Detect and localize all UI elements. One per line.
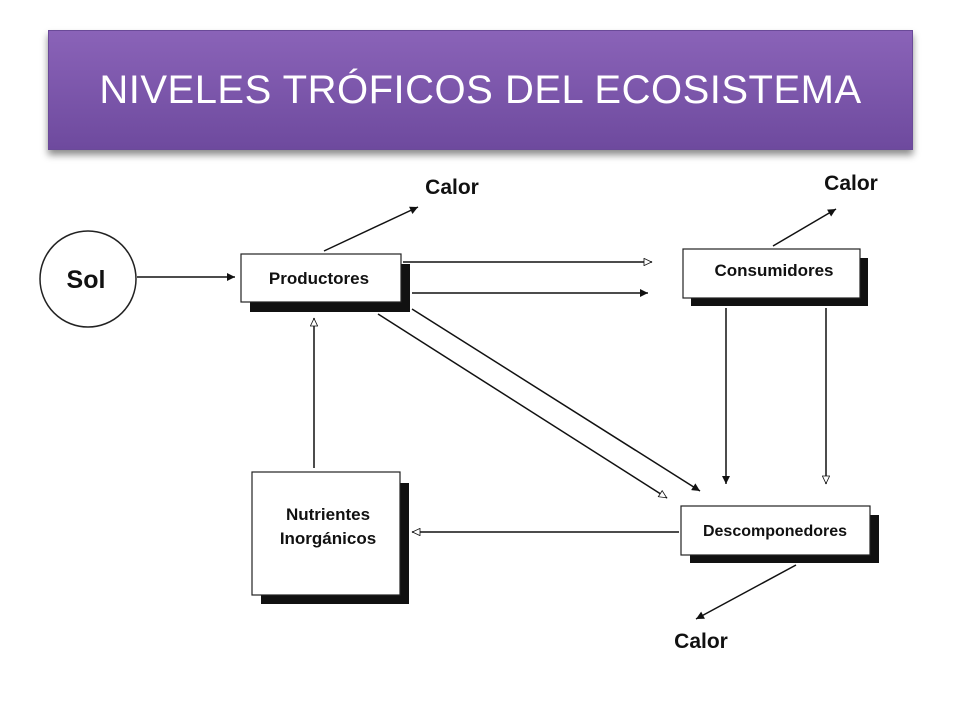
arrow-productores-to-descomponedores-nutrients	[377, 313, 667, 499]
arrow-consumidores-heat	[772, 208, 837, 247]
slide-title: NIVELES TRÓFICOS DEL ECOSISTEMA	[99, 67, 862, 112]
heat-label-consumidores: Calor	[824, 172, 878, 195]
arrow-productores-to-descomponedores-energy	[411, 308, 701, 492]
node-nutrientes-label-line2: Inorgánicos	[280, 529, 376, 548]
heat-label-productores: Calor	[425, 176, 479, 199]
node-productores: Productores	[240, 253, 410, 312]
node-productores-label: Productores	[269, 269, 369, 288]
heat-label-descomponedores: Calor	[674, 630, 728, 653]
node-sol-label: Sol	[67, 266, 106, 294]
node-nutrientes-label-line1: Nutrientes	[286, 505, 370, 524]
node-consumidores-label: Consumidores	[714, 261, 833, 280]
arrow-productores-heat	[323, 206, 419, 252]
node-nutrientes: Nutrientes Inorgánicos	[251, 471, 409, 604]
title-banner: NIVELES TRÓFICOS DEL ECOSISTEMA	[48, 30, 913, 150]
node-descomponedores: Descomponedores	[680, 505, 879, 563]
node-descomponedores-label: Descomponedores	[703, 523, 847, 540]
arrow-descomponedores-heat	[695, 564, 797, 620]
node-sol: Sol	[39, 230, 137, 328]
node-consumidores: Consumidores	[682, 248, 868, 306]
